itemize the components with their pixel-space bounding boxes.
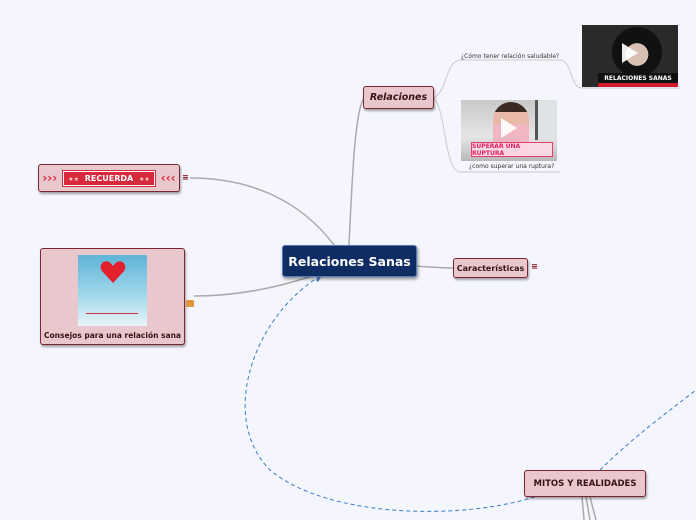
play-icon bbox=[622, 43, 638, 63]
video-banner: RELACIONES SANAS bbox=[598, 73, 678, 83]
recuerda-label: RECUERDA bbox=[84, 173, 134, 183]
dashed-relationship bbox=[244, 275, 541, 512]
video-thumbnail-1[interactable]: RELACIONES SANAS bbox=[582, 25, 678, 87]
topic-relaciones-label: Relaciones bbox=[369, 92, 428, 103]
topic-consejos[interactable]: Consejos para una relación sana bbox=[40, 248, 185, 345]
connector-recuerda bbox=[189, 177, 335, 246]
connector-mitos bbox=[581, 496, 597, 520]
arrow-left-icon: ‹‹‹ bbox=[160, 171, 176, 185]
video-title-text-2: SUPERAR UNA RUPTURA bbox=[472, 142, 521, 157]
central-topic-label: Relaciones Sanas bbox=[288, 253, 411, 269]
connector-video-2 bbox=[433, 97, 560, 173]
connector-consejos bbox=[193, 275, 313, 297]
arrow-right-icon: ››› bbox=[42, 171, 58, 185]
topic-recuerda[interactable]: ››› ★★ RECUERDA ★★ ‹‹‹ bbox=[38, 164, 180, 192]
notes-icon[interactable]: ≡ bbox=[182, 173, 189, 182]
video-thumbnail-2[interactable]: SUPERAR UNA RUPTURA bbox=[461, 100, 557, 161]
video-caption-1: ¿Cómo tener relación saludable? bbox=[461, 53, 560, 60]
topic-mitos-realidades[interactable]: MITOS Y REALIDADES bbox=[524, 470, 646, 497]
central-topic[interactable]: Relaciones Sanas bbox=[282, 245, 417, 277]
star-icon: ★★ bbox=[68, 175, 79, 183]
heart-icon bbox=[100, 260, 126, 284]
topic-caracteristicas-label: Características bbox=[456, 263, 525, 273]
link-icon[interactable] bbox=[186, 292, 194, 307]
topic-caracteristicas[interactable]: Características bbox=[453, 258, 528, 278]
heartbeat-icon bbox=[86, 313, 138, 314]
play-icon bbox=[501, 118, 517, 138]
topic-mitos-label: MITOS Y REALIDADES bbox=[533, 478, 637, 489]
video-title-text-1: RELACIONES SANAS bbox=[604, 74, 672, 82]
heart-image bbox=[78, 255, 147, 326]
video-caption-2: ¿como superar una ruptura? bbox=[469, 163, 555, 170]
notes-icon[interactable]: ≡ bbox=[531, 262, 538, 271]
topic-consejos-label: Consejos para una relación sana bbox=[44, 331, 181, 340]
video-banner: SUPERAR UNA RUPTURA bbox=[471, 142, 553, 157]
topic-relaciones[interactable]: Relaciones bbox=[363, 86, 434, 109]
window-frame-icon bbox=[535, 100, 557, 140]
dashed-relationship-2 bbox=[599, 389, 696, 471]
connector-caracteristicas bbox=[414, 265, 454, 269]
connector-video-1 bbox=[433, 59, 680, 99]
accent-bar bbox=[598, 83, 678, 87]
connector-relaciones bbox=[348, 97, 365, 246]
recuerda-banner: ★★ RECUERDA ★★ bbox=[62, 169, 156, 187]
star-icon: ★★ bbox=[139, 175, 150, 183]
